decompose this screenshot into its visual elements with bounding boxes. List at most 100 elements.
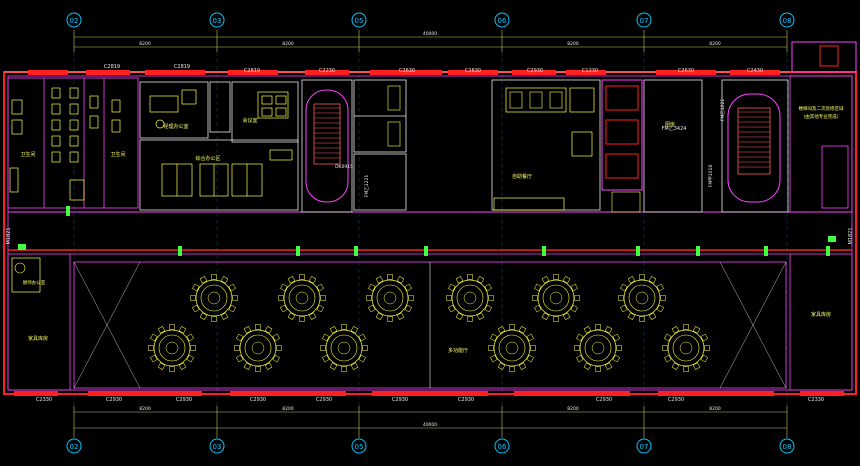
round-table <box>488 324 536 372</box>
room-label-banquet: 多功能厅 <box>448 347 468 354</box>
chair <box>350 362 359 370</box>
chair <box>467 316 473 322</box>
chair <box>662 345 668 351</box>
bottom-overall-dimension: 40000 <box>423 422 437 428</box>
chair <box>490 333 498 342</box>
chair <box>660 295 666 301</box>
bottom-dimension-segment: 8200 <box>282 406 294 412</box>
chair <box>639 316 645 322</box>
chair <box>169 366 175 372</box>
chair <box>186 354 194 363</box>
room-label-left-service: 家具库房 <box>28 335 48 342</box>
buffet-area <box>491 79 601 211</box>
chair <box>532 295 538 301</box>
round-table <box>662 324 710 372</box>
window-tag: C2930 <box>527 68 543 74</box>
right-annex <box>789 75 853 213</box>
chair <box>490 354 498 363</box>
chair <box>576 333 584 342</box>
axis-bubble-top-02: 02 <box>66 12 82 28</box>
chair <box>243 362 252 370</box>
toilet-block <box>7 77 139 209</box>
chair <box>264 326 273 334</box>
chair <box>620 283 628 292</box>
window-tag: C2930 <box>668 397 684 403</box>
chair <box>368 283 376 292</box>
chair <box>484 304 492 313</box>
chair <box>583 362 592 370</box>
right-service-room <box>789 253 853 391</box>
chair <box>455 312 464 320</box>
top-window-labels: C2819 C2819 C2819 C2230 C2630 C2630 C293… <box>104 64 763 74</box>
axis-label: 05 <box>355 443 364 451</box>
chair <box>243 326 252 334</box>
axis-label: 03 <box>213 443 222 451</box>
axis-bubble-bottom-06: 06 <box>494 438 510 454</box>
window-tag: C2930 <box>458 397 474 403</box>
chair <box>664 354 672 363</box>
chair <box>186 333 194 342</box>
banquet-hall-walls <box>73 261 787 389</box>
chair <box>396 312 405 320</box>
window-tag: C2930 <box>106 397 122 403</box>
chair <box>497 362 506 370</box>
chair <box>467 274 473 280</box>
chair <box>199 276 208 284</box>
chair <box>329 326 338 334</box>
chair <box>341 366 347 372</box>
chair <box>387 274 393 280</box>
chair <box>574 345 580 351</box>
room-label-kitchen-office: 厨师办公室 <box>23 279 46 286</box>
axis-label: 06 <box>498 443 507 451</box>
chair <box>320 345 326 351</box>
window-tag: C2630 <box>678 68 694 74</box>
small-rooms <box>353 79 407 211</box>
chair <box>404 283 412 292</box>
window-tag: C2330 <box>808 397 824 403</box>
chair <box>541 276 550 284</box>
chair <box>264 362 273 370</box>
chair <box>574 295 580 301</box>
chair <box>497 326 506 334</box>
chair <box>192 283 200 292</box>
room-label-kitchen: 厨房 <box>665 121 675 128</box>
axis-label: 06 <box>498 17 507 25</box>
chair <box>553 274 559 280</box>
top-dimension-segment: 8200 <box>567 41 579 47</box>
axis-label: 02 <box>70 443 79 451</box>
top-axis-bubbles: 02 03 05 06 07 08 <box>66 12 795 28</box>
chair <box>700 333 708 342</box>
axis-bubble-bottom-05: 05 <box>351 438 367 454</box>
chair <box>228 283 236 292</box>
chair <box>375 276 384 284</box>
chair <box>316 283 324 292</box>
chair <box>236 333 244 342</box>
window-tag: C2430 <box>747 68 763 74</box>
room-label-stair-note-2: (由其他专业完成) <box>803 113 838 120</box>
chair <box>272 333 280 342</box>
window-tag: C2630 <box>465 68 481 74</box>
chair <box>476 276 485 284</box>
chair <box>320 295 326 301</box>
bottom-window-labels: C2330 C2930 C2930 C2930 C2930 C2930 C293… <box>36 397 824 403</box>
chair <box>639 274 645 280</box>
chair <box>455 276 464 284</box>
window-tag: C2930 <box>250 397 266 403</box>
chair <box>211 316 217 322</box>
chair <box>358 333 366 342</box>
top-dimension-lines <box>73 30 788 52</box>
chair <box>648 276 657 284</box>
chair <box>341 324 347 330</box>
round-table <box>446 274 494 322</box>
axis-bubble-top-07: 07 <box>636 12 652 28</box>
stair-treads-right <box>738 111 770 168</box>
chair <box>683 324 689 330</box>
chair <box>530 345 536 351</box>
axis-bubble-bottom-07: 07 <box>636 438 652 454</box>
chair <box>484 283 492 292</box>
room-label-right-service: 家具库房 <box>811 311 831 318</box>
chair <box>704 345 710 351</box>
window-tag: C2930 <box>176 397 192 403</box>
office-furniture <box>149 89 293 197</box>
axis-label: 02 <box>70 17 79 25</box>
